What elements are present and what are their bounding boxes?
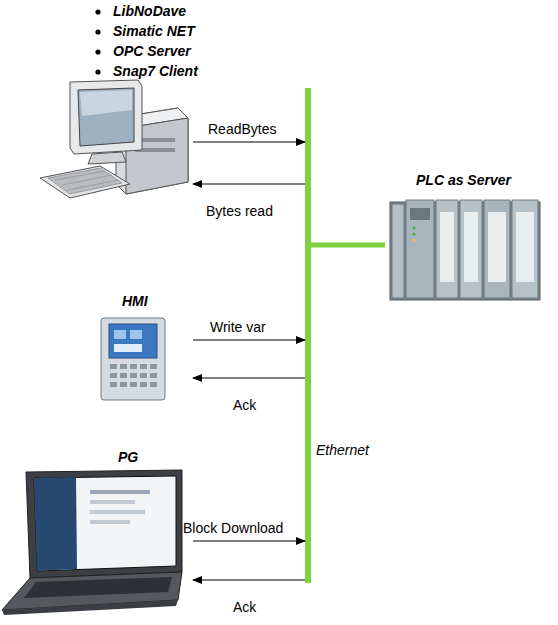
key-row xyxy=(68,180,118,190)
key xyxy=(150,364,157,369)
monitor-stand xyxy=(88,152,126,164)
key xyxy=(140,373,147,378)
message-label: Ack xyxy=(233,397,256,414)
programming-device: PG xyxy=(0,445,193,615)
hmi-device: HMI xyxy=(95,290,193,402)
network-branch xyxy=(311,243,385,248)
message-arrow xyxy=(193,580,305,581)
ethernet-bus: Ethernet xyxy=(305,88,311,583)
screen-glare xyxy=(80,90,132,116)
hmi-keypad xyxy=(110,364,157,387)
hmi-panel xyxy=(101,318,165,400)
laptop xyxy=(2,470,182,615)
plc-display xyxy=(410,208,430,220)
key xyxy=(110,382,117,387)
plc-module xyxy=(484,200,510,298)
key xyxy=(130,364,137,369)
screen-icon xyxy=(130,330,142,339)
message-label: Ack xyxy=(233,599,256,616)
plc-rack xyxy=(390,200,540,300)
bullet xyxy=(95,29,100,34)
message-arrow xyxy=(193,142,305,143)
io-label-strip xyxy=(440,212,454,282)
node-label: Simatic NET xyxy=(113,23,195,40)
status-led xyxy=(412,226,415,229)
key xyxy=(130,382,137,387)
key xyxy=(150,382,157,387)
key xyxy=(140,364,147,369)
key xyxy=(120,364,127,369)
plc-module xyxy=(392,204,404,298)
key xyxy=(110,373,117,378)
bullet xyxy=(95,49,100,54)
key xyxy=(150,373,157,378)
screen-line xyxy=(90,520,130,524)
keyboard xyxy=(40,166,130,198)
desktop-computer xyxy=(40,80,188,198)
message-arrow xyxy=(193,541,305,542)
message-label: Bytes read xyxy=(206,203,273,220)
io-label-strip xyxy=(464,212,478,282)
message-arrow xyxy=(193,340,305,341)
screen-line xyxy=(90,510,145,514)
message-arrow xyxy=(193,184,305,185)
message-arrow xyxy=(193,378,305,379)
plc-server: PLC as Server xyxy=(385,168,545,303)
key-row xyxy=(62,175,112,185)
key xyxy=(130,373,137,378)
hmi-housing xyxy=(101,318,165,400)
monitor xyxy=(70,80,142,154)
laptop-edge xyxy=(2,600,178,615)
client-pc: LibNoDaveSimatic NETOPC ServerSnap7 Clie… xyxy=(35,0,193,200)
node-label: Ethernet xyxy=(316,442,369,459)
key xyxy=(140,382,147,387)
bullet-markers xyxy=(95,9,100,74)
plc-module xyxy=(512,200,538,298)
message-label: Block Download xyxy=(183,520,283,537)
plc-module xyxy=(460,200,482,298)
node-label: Snap7 Client xyxy=(113,63,198,80)
node-label: HMI xyxy=(122,293,148,310)
node-label: PG xyxy=(118,449,138,466)
screen-line xyxy=(90,500,135,504)
key-row xyxy=(55,171,105,180)
key xyxy=(120,382,127,387)
screen-icon xyxy=(114,344,142,352)
status-led xyxy=(412,238,415,241)
screen-sidebar xyxy=(34,477,77,571)
screen-line xyxy=(90,490,150,494)
laptop-keyboard xyxy=(24,577,172,598)
node-label: OPC Server xyxy=(113,43,191,60)
hmi-screen xyxy=(109,324,157,358)
io-label-strip xyxy=(516,212,534,282)
monitor-screen xyxy=(78,88,134,146)
laptop-lid xyxy=(26,470,182,578)
message-label: Write var xyxy=(210,319,266,336)
message-label: ReadBytes xyxy=(208,121,276,138)
key xyxy=(120,373,127,378)
bullet xyxy=(95,9,100,14)
node-label: PLC as Server xyxy=(416,172,511,189)
plc-module xyxy=(436,200,458,298)
laptop-screen xyxy=(34,476,176,571)
status-led xyxy=(412,232,415,235)
plc-cpu xyxy=(406,200,434,298)
bullet xyxy=(95,69,100,74)
screen-icon xyxy=(114,330,126,339)
node-label: LibNoDave xyxy=(113,3,186,20)
io-label-strip xyxy=(488,212,506,282)
key xyxy=(110,364,117,369)
keyboard-keys xyxy=(48,168,122,194)
